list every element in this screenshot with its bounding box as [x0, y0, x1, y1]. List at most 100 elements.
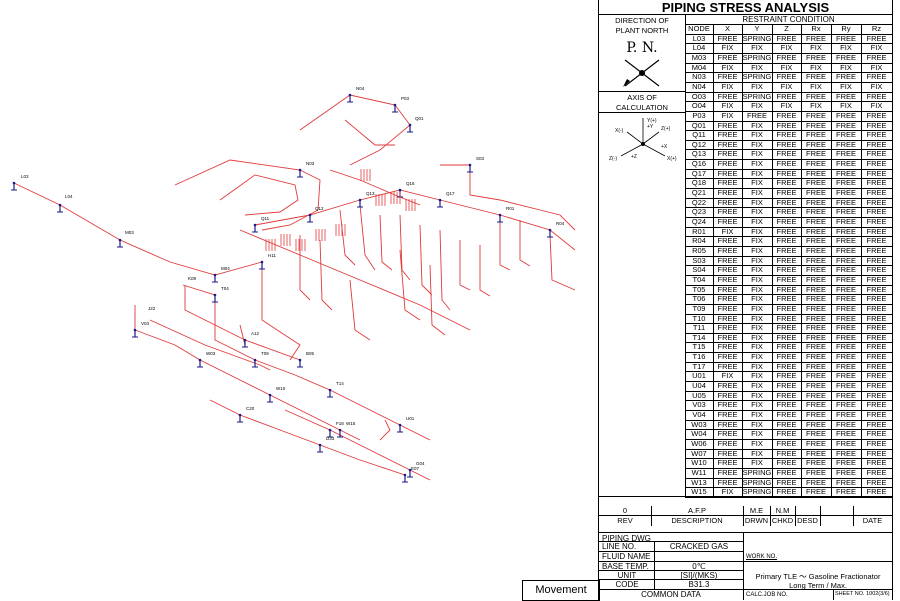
revision-header: REV [617, 516, 633, 525]
node-label: B05 [306, 351, 315, 356]
restraint-row-node: R04 [692, 236, 706, 246]
restraint-row-ry: FREE [835, 245, 856, 255]
restraint-row-y: SPRING [742, 487, 772, 497]
restraint-row-node: W15 [691, 487, 707, 497]
restraint-row-node: Q21 [691, 188, 707, 198]
restraint-row-rx: FREE [805, 110, 826, 120]
code-label: CODE [615, 580, 639, 589]
pipe-run [479, 245, 491, 297]
title-block: PIPING STRESS ANALYSIS DIRECTION OF PLAN… [598, 0, 893, 600]
restraint-row-rx: FREE [805, 361, 826, 371]
restraint-row-rx: FREE [805, 400, 826, 410]
restraint-row-y: FIX [751, 458, 763, 468]
restraint-row-y: FIX [751, 168, 763, 178]
restraint-row-ry: FREE [835, 410, 856, 419]
restraint-row-z: FREE [776, 477, 797, 487]
node-label: W03 [206, 351, 216, 356]
restraint-row-z: FREE [776, 168, 797, 178]
restraint-row-x: FREE [717, 467, 738, 477]
work-no-label: WORK NO. [746, 554, 777, 560]
restraint-row-node: T10 [692, 313, 706, 323]
node-label: A12 [251, 331, 260, 336]
restraint-row-y: FIX [751, 245, 763, 255]
pipe-run [429, 264, 446, 336]
restraint-row-rx: FREE [805, 323, 826, 333]
restraint-row-rz: FREE [866, 323, 887, 333]
restraint-row-node: S03 [692, 255, 706, 265]
node-label: Q16 [406, 181, 415, 186]
restraint-row-rx: FREE [805, 168, 826, 178]
node-label: F18 [336, 421, 344, 426]
restraint-row-z: FREE [776, 400, 797, 410]
restraint-row-x: FREE [717, 332, 738, 342]
pipe-run [239, 229, 471, 331]
restraint-row-x: FREE [717, 178, 738, 188]
restraint-row-x: FREE [717, 168, 738, 178]
pipe-run [299, 235, 311, 301]
restraint-row-rz: FREE [866, 52, 887, 62]
restraint-row-x: FREE [717, 438, 738, 448]
restraint-row-ry: FREE [835, 438, 856, 448]
axis-label-y-plus: Y(+) [647, 118, 657, 124]
restraint-row-z: FREE [776, 371, 797, 381]
restraint-row-y: FIX [751, 438, 763, 448]
restraint-row-node: W13 [691, 477, 707, 487]
pipe-node [118, 238, 122, 242]
node-label: P03 [401, 96, 410, 101]
node-label: U01 [406, 416, 415, 421]
sheet-title: PIPING STRESS ANALYSIS [661, 0, 830, 15]
restraint-row-x: FIX [721, 226, 734, 236]
restraint-row-y: FIX [751, 303, 763, 313]
restraint-row-ry: FREE [835, 487, 856, 497]
restraint-row-y: FIX [751, 255, 763, 265]
restraint-row-rz: FREE [866, 72, 887, 82]
restraint-row-y: FREE [746, 110, 767, 120]
revision-header: DESCRIPTION [671, 516, 723, 525]
restraint-header-rx: Rx [811, 24, 821, 33]
restraint-row-rz: FREE [866, 303, 887, 313]
restraint-row-rx: FREE [805, 303, 826, 313]
axis-label-1: AXIS OF [627, 93, 657, 102]
restraint-row-rz: FREE [866, 91, 887, 101]
restraint-row-rx: FREE [805, 72, 826, 82]
restraint-row-rx: FREE [805, 226, 826, 236]
restraint-row-z: FREE [776, 303, 797, 313]
restraint-row-node: L04 [692, 43, 706, 53]
axis-label-z-plus: Z(+) [661, 126, 671, 132]
restraint-row-node: V04 [692, 410, 706, 419]
restraint-row-rz: FREE [866, 352, 887, 362]
restraint-row-node: R01 [692, 226, 706, 236]
restraint-row-rx: FREE [805, 207, 826, 217]
restraint-row-y: SPRING [742, 52, 772, 62]
restraint-row-x: FREE [717, 361, 738, 371]
restraint-row-rz: FREE [866, 217, 887, 226]
restraint-row-rz: FREE [866, 33, 887, 43]
restraint-row-z: FREE [776, 159, 797, 169]
restraint-row-rx: FREE [805, 294, 826, 304]
restraint-row-node: M03 [691, 52, 707, 62]
pipe-run [349, 279, 371, 341]
restraint-row-ry: FREE [835, 188, 856, 198]
restraint-row-x: FREE [717, 245, 738, 255]
pipe-run [239, 324, 246, 346]
restraint-row-rz: FREE [866, 487, 887, 497]
restraint-row-rz: FREE [866, 390, 887, 400]
restraint-row-y: FIX [751, 120, 763, 130]
restraint-row-rx: FREE [805, 255, 826, 265]
restraint-row-x: FIX [721, 62, 734, 72]
node-label: Q11 [261, 216, 270, 221]
restraint-row-z: FREE [776, 419, 797, 429]
restraint-row-rx: FREE [805, 139, 826, 149]
restraint-row-z: FREE [776, 323, 797, 333]
restraint-row-ry: FREE [835, 52, 856, 62]
restraint-header-rz: Rz [871, 24, 882, 33]
restraint-row-ry: FREE [835, 178, 856, 188]
restraint-row-node: U05 [692, 390, 706, 400]
info-block: PIPING DWG LINE NO. CRACKED GAS FLUID NA… [599, 532, 892, 600]
movement-label: Movement [522, 580, 600, 601]
restraint-row-ry: FREE [835, 120, 856, 130]
restraint-row-rz: FREE [866, 371, 887, 381]
restraint-row-z: FREE [776, 91, 797, 101]
restraint-row-rx: FREE [805, 429, 826, 439]
restraint-row-node: T05 [692, 284, 706, 294]
